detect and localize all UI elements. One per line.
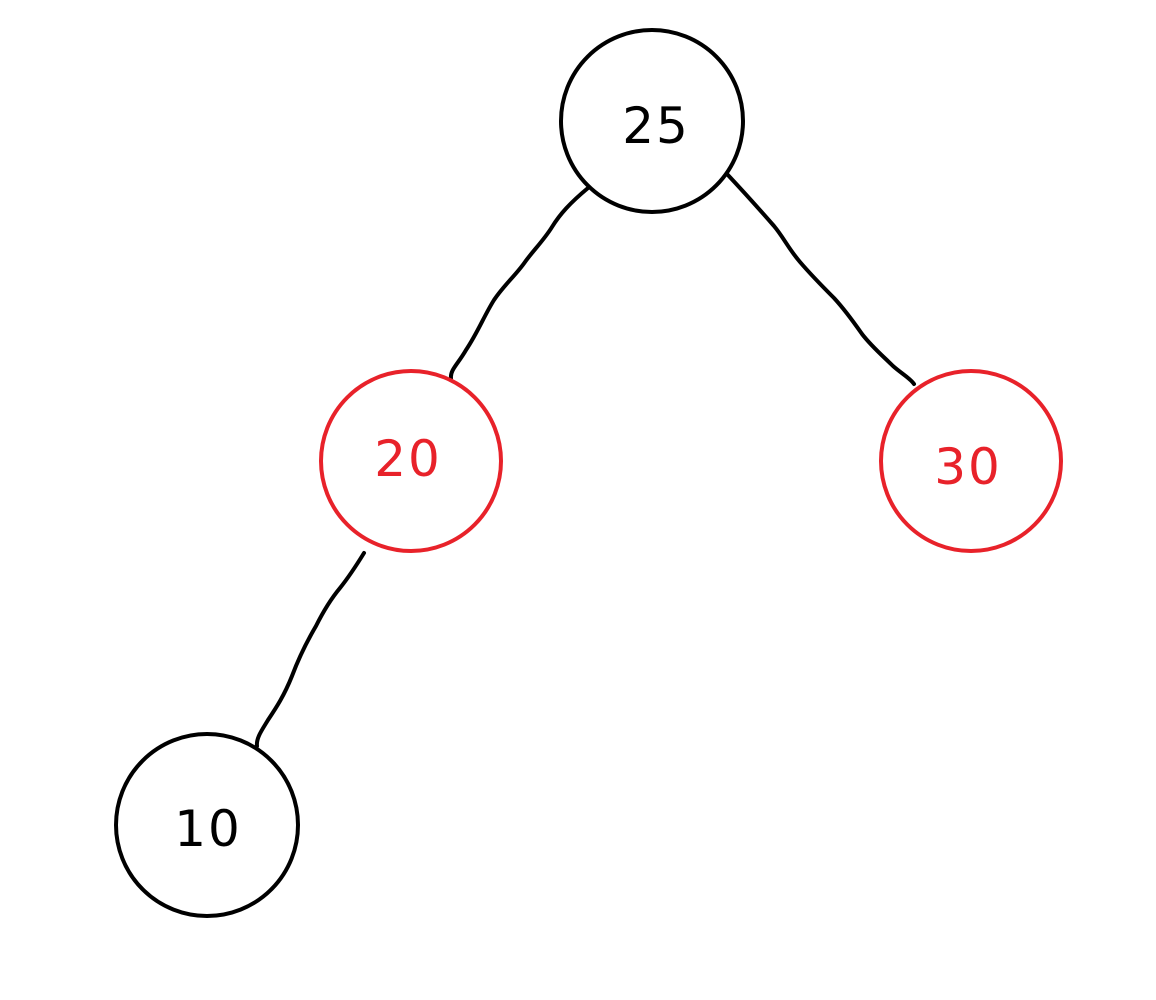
node-circle-25 [559, 28, 745, 214]
edge-25-to-20 [448, 186, 590, 380]
node-circle-10 [114, 732, 300, 918]
tree-node-20: 20 [319, 369, 503, 553]
tree-node-30: 30 [879, 369, 1063, 553]
tree-node-25: 25 [559, 28, 745, 214]
node-label-20: 20 [374, 430, 442, 488]
tree-edges [254, 172, 916, 748]
node-circle-30 [879, 369, 1063, 553]
tree-node-10: 10 [114, 732, 300, 918]
edge-20-to-10 [254, 551, 366, 748]
node-label-30: 30 [934, 438, 1002, 496]
edge-25-to-30 [725, 172, 916, 386]
node-label-10: 10 [174, 800, 242, 858]
node-circle-20 [319, 369, 503, 553]
node-label-25: 25 [622, 97, 690, 155]
